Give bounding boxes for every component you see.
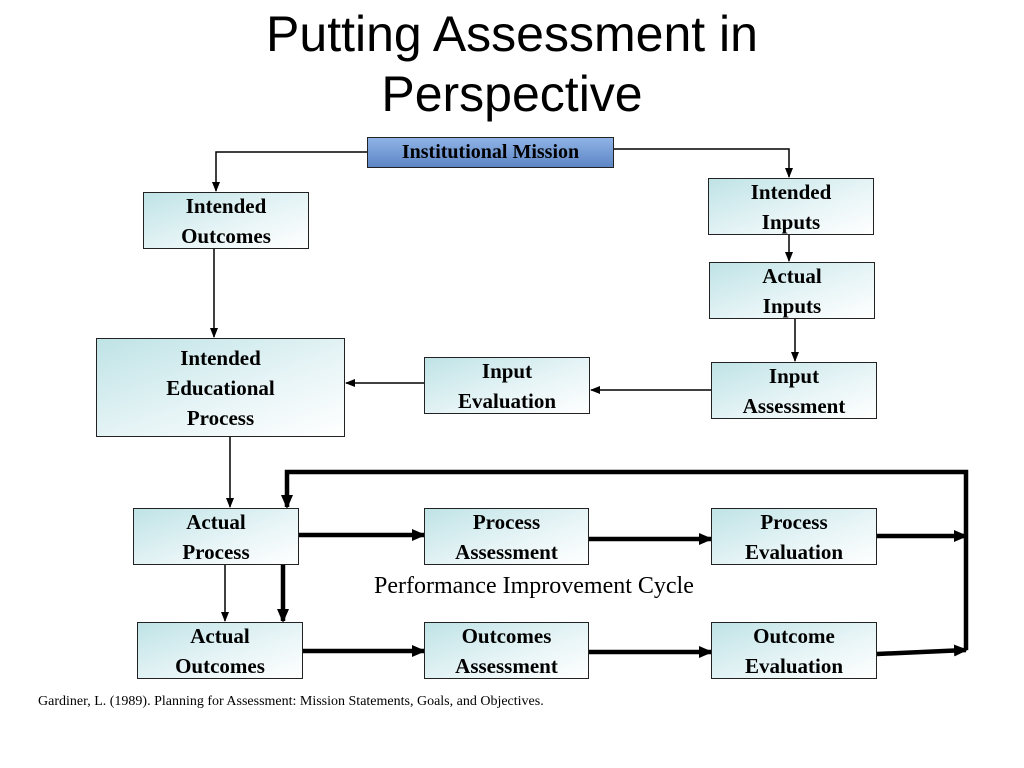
- node-input-assessment: Input Assessment: [711, 362, 877, 419]
- node-intended-outcomes: Intended Outcomes: [143, 192, 309, 249]
- arrow-mission-to-intended-inputs: [614, 148, 793, 178]
- arrow-mission-to-intended-outcomes: [212, 151, 367, 192]
- node-input-evaluation: Input Evaluation: [424, 357, 590, 414]
- node-process-assessment: Process Assessment: [424, 508, 589, 565]
- node-actual-outcomes: Actual Outcomes: [137, 622, 303, 679]
- cycle-label: Performance Improvement Cycle: [374, 573, 694, 599]
- node-intended-inputs: Intended Inputs: [708, 178, 874, 235]
- node-intended-educational-process: Intended Educational Process: [96, 338, 345, 437]
- node-process-evaluation: Process Evaluation: [711, 508, 877, 565]
- citation: Gardiner, L. (1989). Planning for Assess…: [38, 694, 544, 709]
- node-outcome-evaluation: Outcome Evaluation: [711, 622, 877, 679]
- node-actual-process: Actual Process: [133, 508, 299, 565]
- node-actual-inputs: Actual Inputs: [709, 262, 875, 319]
- slide-title: Putting Assessment in Perspective: [266, 6, 758, 122]
- node-outcomes-assessment: Outcomes Assessment: [424, 622, 589, 679]
- cycle-return-line: [281, 469, 969, 650]
- arrow-outcome-evaluation-to-loop: [876, 644, 968, 657]
- node-institutional-mission: Institutional Mission: [367, 137, 614, 168]
